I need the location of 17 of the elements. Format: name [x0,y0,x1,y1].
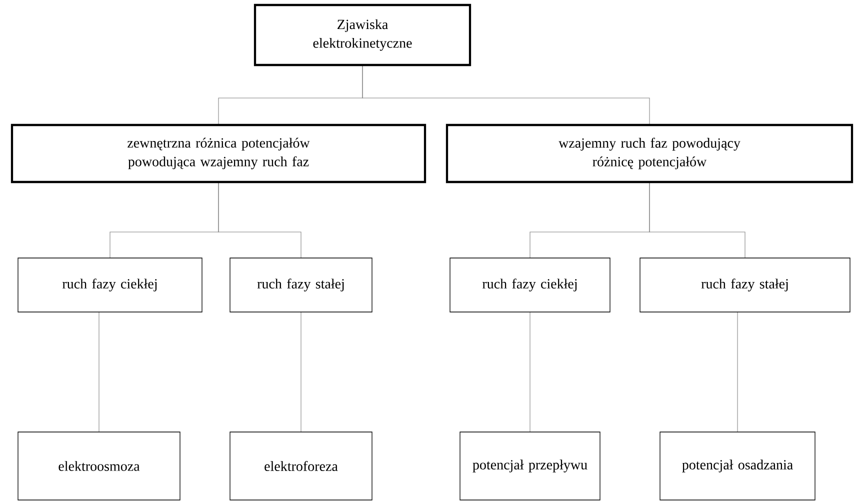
text-box: ruch fazy ciekłej [18,258,202,312]
connector-line [649,182,746,258]
connector-line [737,312,738,432]
text-box: elektroforeza [230,432,372,500]
text-box: ruch fazy stałej [230,258,372,312]
text-box: Zjawiska elektrokinetyczne [254,4,472,66]
text-box: ruch fazy ciekłej [450,258,610,312]
connector-line [98,312,100,432]
connector-line [218,182,302,258]
connector-line [300,312,302,432]
text-box: potencjał osadzania [660,432,816,500]
text-box: zewnętrzna różnica potencjałów powodująca wzajemny ruch faz [10,124,426,184]
text-box: elektroosmoza [18,432,180,500]
text-box: potencjał przepływu [460,432,600,500]
text-box: ruch fazy stałej [640,258,850,312]
connector-line [362,64,650,126]
text-box: wzajemny ruch faz powodujący różnicę potencjałów [446,124,854,184]
